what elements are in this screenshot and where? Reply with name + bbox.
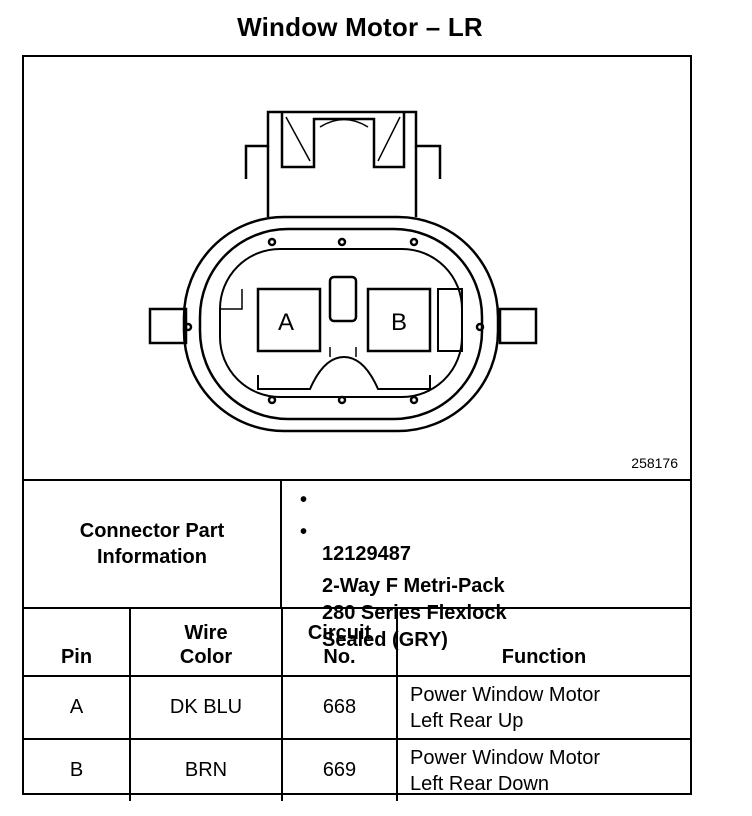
- cavity-b-label: B: [391, 309, 407, 336]
- diagram-reference-number: 258176: [631, 455, 678, 471]
- circuit-cell: 668: [281, 675, 398, 740]
- wire-color-cell: BRN: [129, 738, 283, 801]
- connector-frame: A B 258176 Connector Part Information • …: [22, 55, 692, 801]
- pin-cell: B: [24, 738, 131, 801]
- part-number: 12129487: [322, 543, 411, 565]
- function-cell: Power Window Motor Left Rear Down: [396, 738, 690, 801]
- table-row: B BRN 669 Power Window Motor Left Rear D…: [24, 738, 690, 801]
- diagram-title: Window Motor – LR: [237, 12, 483, 42]
- wire-color-cell: DK BLU: [129, 675, 283, 740]
- connector-part-info-label: Connector Part Information: [24, 481, 282, 607]
- cavity-a-label: A: [278, 309, 294, 336]
- connector-face-drawing: A B: [148, 110, 538, 433]
- function-cell: Power Window Motor Left Rear Up: [396, 675, 690, 740]
- pin-cell: A: [24, 675, 131, 740]
- circuit-cell: 669: [281, 738, 398, 801]
- col-header-function: Function: [396, 609, 690, 677]
- table-row: A DK BLU 668 Power Window Motor Left Rea…: [24, 675, 690, 740]
- connector-diagram: A B 258176: [24, 57, 690, 481]
- part-number-item: • 12129487: [300, 487, 411, 568]
- col-header-wire-color: Wire Color: [129, 609, 283, 677]
- pinout-table-wrap: Pin Wire Color Circuit No. Function A DK…: [24, 607, 690, 801]
- table-header-row: Pin Wire Color Circuit No. Function: [24, 609, 690, 677]
- pinout-table: Pin Wire Color Circuit No. Function A DK…: [24, 609, 690, 801]
- connector-part-info-values: • 12129487 • 2-Way F Metri-Pack 280 Seri…: [282, 483, 688, 651]
- col-header-pin: Pin: [24, 609, 131, 677]
- bullet-icon: •: [300, 489, 308, 511]
- bullet-icon: •: [300, 521, 308, 543]
- col-header-circuit: Circuit No.: [281, 609, 398, 677]
